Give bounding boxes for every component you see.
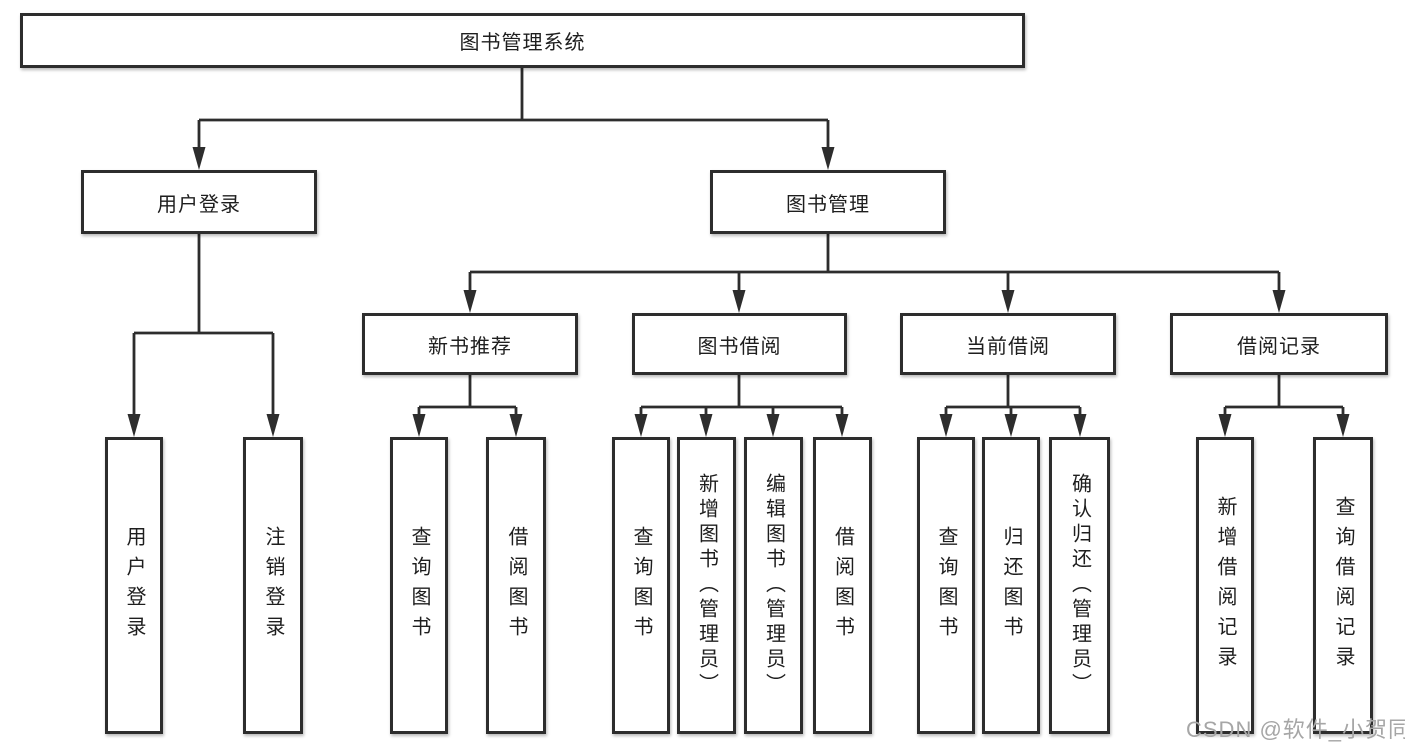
leaf-add-book-admin: 新增图书（管理员） <box>677 437 736 734</box>
leaf-label: 借阅图书 <box>831 525 854 646</box>
leaf-borrow-books-2: 借阅图书 <box>813 437 872 734</box>
node-new-book-recommend: 新书推荐 <box>362 313 578 375</box>
leaf-label: 确认归还（管理员） <box>1068 473 1091 698</box>
leaf-add-borrow-record: 新增借阅记录 <box>1196 437 1254 734</box>
leaf-query-books-3: 查询图书 <box>917 437 975 734</box>
node-borrow-records: 借阅记录 <box>1170 313 1388 375</box>
leaf-label: 查询图书 <box>935 525 957 646</box>
leaf-label: 查询图书 <box>408 525 430 646</box>
leaf-query-borrow-record: 查询借阅记录 <box>1313 437 1373 734</box>
leaf-label: 归还图书 <box>1000 525 1022 646</box>
node-book-management: 图书管理 <box>710 170 946 234</box>
node-current-borrowing: 当前借阅 <box>900 313 1116 375</box>
leaf-label: 编辑图书（管理员） <box>762 473 785 698</box>
leaf-query-books-2: 查询图书 <box>612 437 670 734</box>
csdn-watermark: CSDN @软件_小贺同学 <box>1186 717 1405 742</box>
leaf-label: 用户登录 <box>123 525 145 646</box>
leaf-label: 新增图书（管理员） <box>695 473 718 698</box>
leaf-label: 借阅图书 <box>505 525 527 646</box>
leaf-borrow-books-1: 借阅图书 <box>486 437 546 734</box>
leaf-label: 注销登录 <box>262 525 284 646</box>
leaf-logout: 注销登录 <box>243 437 303 734</box>
leaf-label: 查询图书 <box>630 525 652 646</box>
leaf-label: 新增借阅记录 <box>1214 495 1236 676</box>
leaf-label: 查询借阅记录 <box>1332 495 1354 676</box>
leaf-return-books: 归还图书 <box>982 437 1040 734</box>
node-user-login: 用户登录 <box>81 170 317 234</box>
node-library-system: 图书管理系统 <box>20 13 1025 68</box>
leaf-user-login: 用户登录 <box>105 437 163 734</box>
leaf-edit-book-admin: 编辑图书（管理员） <box>744 437 803 734</box>
leaf-query-books-1: 查询图书 <box>390 437 448 734</box>
leaf-confirm-return-admin: 确认归还（管理员） <box>1049 437 1110 734</box>
node-book-borrowing: 图书借阅 <box>632 313 847 375</box>
